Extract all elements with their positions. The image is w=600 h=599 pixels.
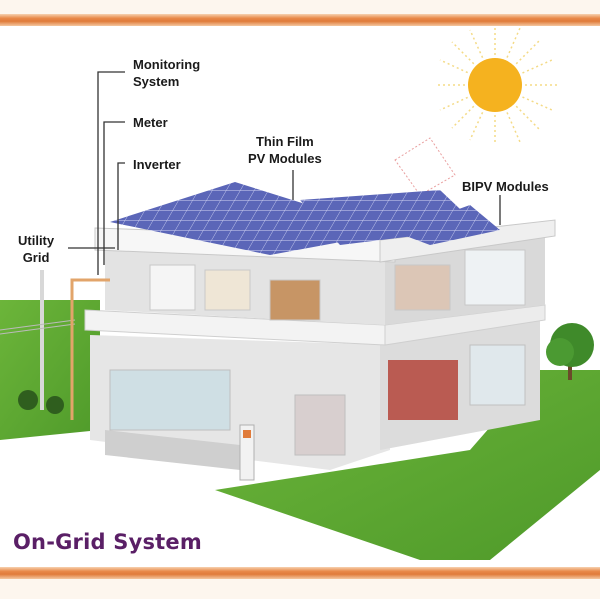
- diagram-title: On-Grid System: [13, 530, 202, 554]
- label-monitoring-system: Monitoring System: [133, 57, 201, 89]
- label-inverter: Inverter: [133, 157, 181, 172]
- top-orange-stripe: [0, 14, 600, 26]
- thin-film-pv-panels: [110, 182, 395, 255]
- light-ray: [394, 137, 456, 196]
- callout-lines: [68, 71, 501, 275]
- bottom-orange-stripe: [0, 567, 600, 579]
- top-band: [0, 0, 600, 14]
- label-utility-grid: Utility Grid: [18, 233, 55, 265]
- bipv-panels: [395, 205, 500, 245]
- house: [84, 182, 556, 481]
- label-thin-film-pv-modules: Thin Film PV Modules: [248, 134, 322, 166]
- bottom-band: [0, 579, 600, 599]
- sun-icon: [435, 25, 560, 145]
- label-bipv-modules: BIPV Modules: [462, 179, 549, 194]
- tree-icon: [546, 323, 594, 380]
- meter-box: [239, 424, 255, 481]
- utility-pole-icon: [0, 270, 110, 420]
- label-meter: Meter: [133, 115, 168, 130]
